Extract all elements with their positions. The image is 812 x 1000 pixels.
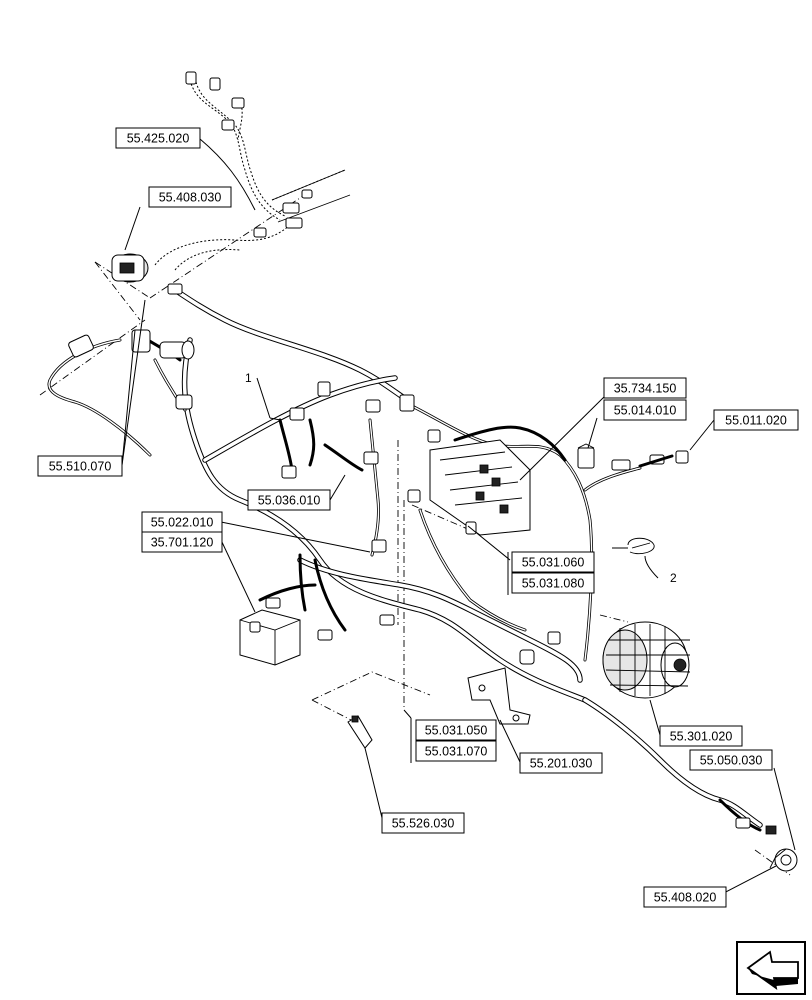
callout-55-022-010[interactable]: 55.022.010: [141, 511, 223, 533]
callout-label: 55.050.030: [700, 754, 763, 768]
callout-label: 55.031.060: [522, 556, 585, 570]
callout-label: 55.408.020: [654, 891, 717, 905]
leader-lines: [121, 138, 796, 897]
callout-55-408-030[interactable]: 55.408.030: [148, 186, 232, 208]
callout-55-526-030[interactable]: 55.526.030: [381, 812, 465, 834]
callouts: 55.425.020 55.408.030 55.510.070 55.036.…: [37, 127, 799, 908]
next-page-arrow-icon[interactable]: [736, 941, 806, 995]
callout-label: 55.031.080: [522, 577, 585, 591]
cable-clip: [627, 537, 655, 555]
callout-label: 55.031.050: [425, 724, 488, 738]
callout-label: 55.036.010: [258, 494, 321, 508]
item-number-1: 1: [245, 371, 252, 385]
mounting-bracket: [467, 667, 531, 725]
callout-label: 55.011.020: [725, 414, 787, 428]
item-number-2: 2: [670, 571, 677, 585]
callout-55-014-010[interactable]: 55.014.010: [603, 399, 687, 421]
components: [68, 253, 798, 872]
callout-label: 55.201.030: [530, 757, 593, 771]
speed-sensor: [735, 817, 798, 872]
bracket-line: [403, 709, 412, 763]
callout-55-408-020[interactable]: 55.408.020: [643, 886, 727, 908]
callout-55-425-020[interactable]: 55.425.020: [115, 127, 201, 149]
callout-55-050-030[interactable]: 55.050.030: [689, 749, 773, 771]
temp-sensor: [611, 450, 689, 471]
callout-55-031-050[interactable]: 55.031.050: [415, 719, 497, 741]
valve-block: [239, 597, 301, 666]
upper-sub-harness: [154, 71, 351, 271]
callout-55-011-020[interactable]: 55.011.020: [713, 409, 799, 431]
small-sensor: [347, 715, 373, 749]
callout-35-701-120[interactable]: 35.701.120: [141, 531, 223, 553]
callout-55-201-030[interactable]: 55.201.030: [519, 752, 603, 774]
alternator: [602, 621, 691, 699]
callout-label: 55.526.030: [392, 817, 455, 831]
callout-label: 55.014.010: [614, 404, 677, 418]
callout-55-031-070[interactable]: 55.031.070: [415, 740, 497, 762]
callout-55-510-070[interactable]: 55.510.070: [37, 455, 123, 477]
callout-35-734-150[interactable]: 35.734.150: [603, 377, 687, 399]
callout-label: 55.022.010: [151, 516, 214, 530]
callout-label: 55.301.020: [670, 730, 733, 744]
relay: [577, 443, 595, 469]
callout-55-036-010[interactable]: 55.036.010: [247, 489, 331, 511]
callout-label: 55.031.070: [425, 745, 488, 759]
callout-label: 55.510.070: [49, 460, 112, 474]
rear-sensor: [111, 253, 183, 295]
callout-55-301-020[interactable]: 55.301.020: [659, 725, 743, 747]
fuse-box: [399, 394, 531, 536]
callout-55-031-060[interactable]: 55.031.060: [511, 551, 595, 573]
callout-55-031-080[interactable]: 55.031.080: [511, 572, 595, 594]
callout-label: 55.425.020: [127, 132, 190, 146]
main-harness: [172, 287, 763, 828]
callout-label: 35.701.120: [151, 536, 214, 550]
callout-label: 55.408.030: [159, 191, 222, 205]
callout-label: 35.734.150: [614, 382, 677, 396]
